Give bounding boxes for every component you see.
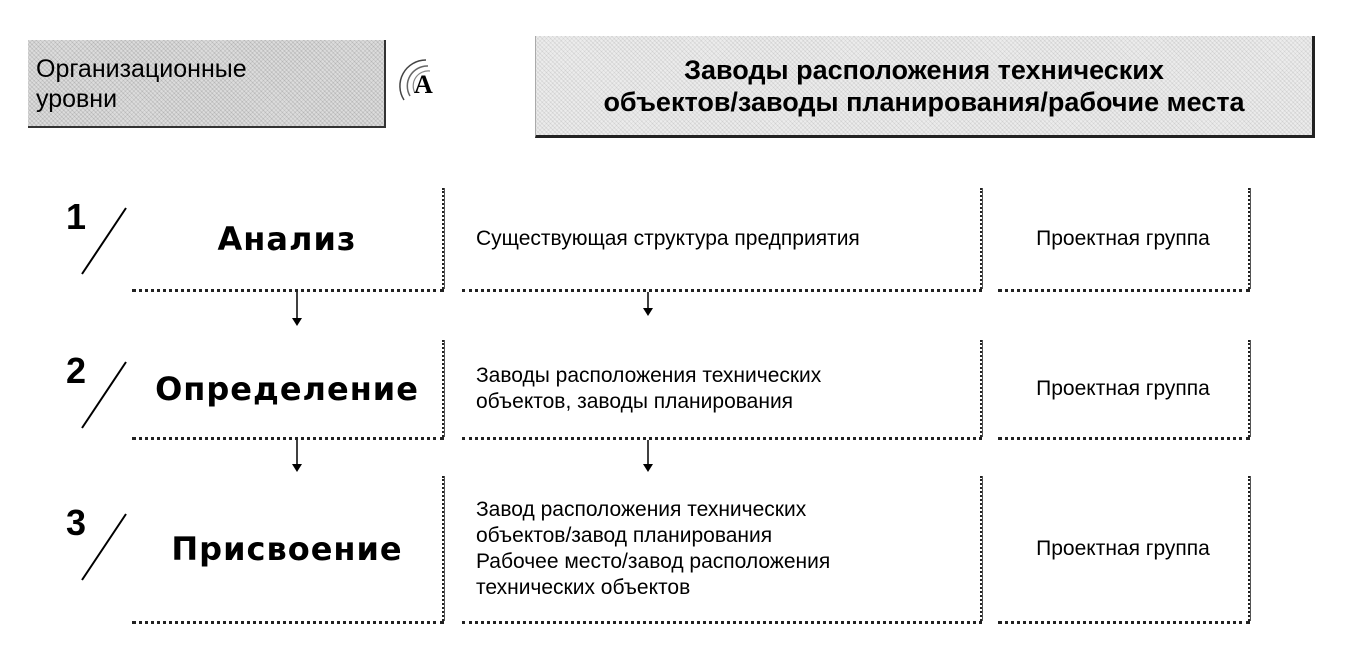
owner-text: Проектная группа [1036,376,1210,400]
arrow-down-icon [643,440,653,472]
badge-arc-icon [399,59,431,101]
owner-cell-2: Проектная группа [998,340,1251,440]
description-cell-3: Завод расположения технических объектов/… [462,476,983,624]
description-cell-2: Заводы расположения технических объектов… [462,340,983,440]
header-title-box: Заводы расположения технических объектов… [535,36,1315,138]
header-title: Заводы расположения технических объектов… [603,54,1245,117]
arrow-down-icon [643,292,653,316]
badge-letter: A [414,70,433,99]
slash-icon [81,207,127,275]
owner-cell-1: Проектная группа [998,188,1251,292]
row-number-text: 1 [66,196,87,237]
organizational-levels-label: Организационные уровни [36,55,247,113]
row-number-1: 1 [62,196,132,276]
description-text: Завод расположения технических объектов/… [476,497,831,599]
stage-cell-2: Определение [132,340,445,440]
description-text: Заводы расположения технических объектов… [476,363,822,413]
description-text: Существующая структура предприятия [476,226,860,250]
owner-text: Проектная группа [1036,226,1210,250]
description-cell-1: Существующая структура предприятия [462,188,983,292]
slash-icon [81,513,127,581]
row-number-text: 2 [66,350,87,391]
row-number-2: 2 [62,350,132,430]
slash-icon [81,361,127,429]
row-number-text: 3 [66,502,87,543]
stage-cell-1: Анализ [132,188,445,292]
stage-cell-3: Присвоение [132,476,445,624]
stage-label: Присвоение [171,529,403,568]
arrow-down-icon [292,292,302,326]
organizational-levels-box: Организационные уровни [28,40,386,128]
stage-label: Анализ [217,219,357,258]
owner-text: Проектная группа [1036,536,1210,560]
owner-cell-3: Проектная группа [998,476,1251,624]
row-number-3: 3 [62,502,132,582]
arrow-down-icon [292,440,302,472]
stage-label: Определение [155,369,419,408]
